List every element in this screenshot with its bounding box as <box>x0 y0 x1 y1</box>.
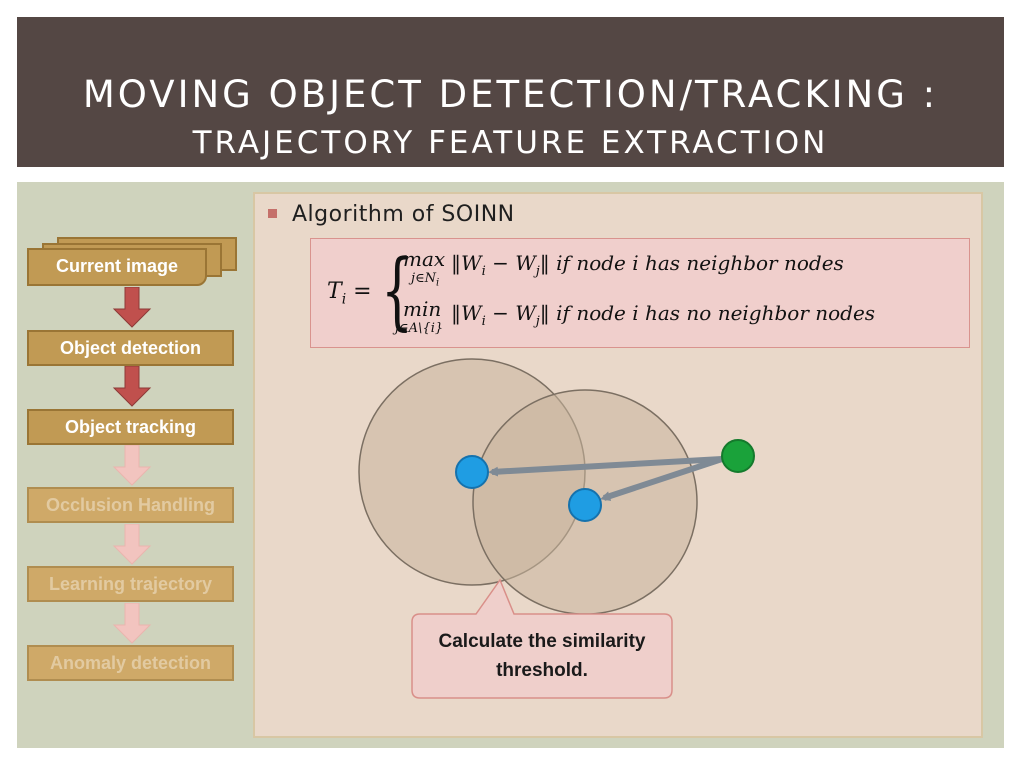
flow-arrow-1 <box>112 287 152 328</box>
flow-step-occlusion-handling: Occlusion Handling <box>27 487 234 523</box>
flow-step-object-tracking: Object tracking <box>27 409 234 445</box>
callout-text: Calculate the similarity threshold. <box>438 631 646 681</box>
slide-subtitle: TRAJECTORY FEATURE EXTRACTION <box>192 125 829 161</box>
formula-brace: { <box>381 241 414 339</box>
flow-step-object-detection: Object detection <box>27 330 234 366</box>
arrow-to-node-1 <box>488 456 723 477</box>
slide-title: MOVING OBJECT DETECTION/TRACKING : <box>82 73 939 116</box>
node-blue-2 <box>568 488 602 522</box>
bullet-icon <box>268 208 277 218</box>
threshold-formula: Ti = { max j∈Ni ‖Wi − Wj‖ if node i has … <box>310 238 970 348</box>
node-green <box>721 439 755 473</box>
section-heading: Algorithm of SOINN <box>268 198 515 232</box>
flow-step-learning-trajectory: Learning trajectory <box>27 566 234 602</box>
node-blue-1 <box>455 455 489 489</box>
flow-step-anomaly-detection: Anomaly detection <box>27 645 234 681</box>
slide-header: MOVING OBJECT DETECTION/TRACKING : TRAJE… <box>17 17 1004 167</box>
flow-arrow-2 <box>112 366 152 407</box>
callout-box <box>411 578 673 699</box>
flow-arrow-5 <box>112 603 152 644</box>
formula-lhs: Ti = <box>327 279 372 308</box>
arrow-to-node-2 <box>600 456 723 501</box>
flow-arrow-3 <box>112 445 152 486</box>
flow-arrow-4 <box>112 524 152 565</box>
section-heading-text: Algorithm of SOINN <box>292 202 515 227</box>
flow-step-current-image: Current image <box>27 248 207 286</box>
